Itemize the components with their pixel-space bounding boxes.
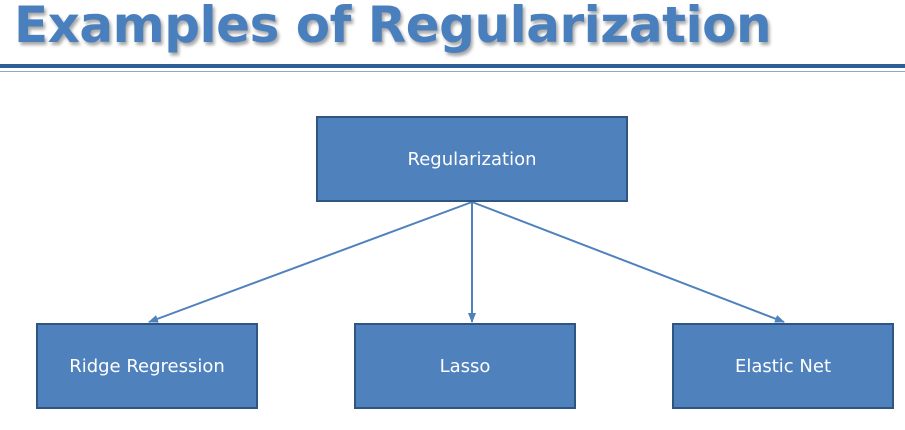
node-regularization: Regularization	[316, 116, 628, 202]
node-ridge-regression-label: Ridge Regression	[69, 355, 225, 377]
node-lasso-label: Lasso	[439, 355, 491, 377]
slide-title: Examples of Regularization	[14, 0, 772, 54]
title-divider-thin	[0, 71, 905, 72]
node-lasso: Lasso	[354, 323, 576, 409]
edge-regularization-to-elastic-net	[471, 201, 785, 323]
node-elastic-net-label: Elastic Net	[734, 355, 832, 377]
edge-regularization-to-ridge	[148, 201, 473, 323]
title-divider	[0, 64, 905, 68]
node-regularization-label: Regularization	[407, 148, 537, 170]
node-elastic-net: Elastic Net	[672, 323, 894, 409]
node-ridge-regression: Ridge Regression	[36, 323, 258, 409]
